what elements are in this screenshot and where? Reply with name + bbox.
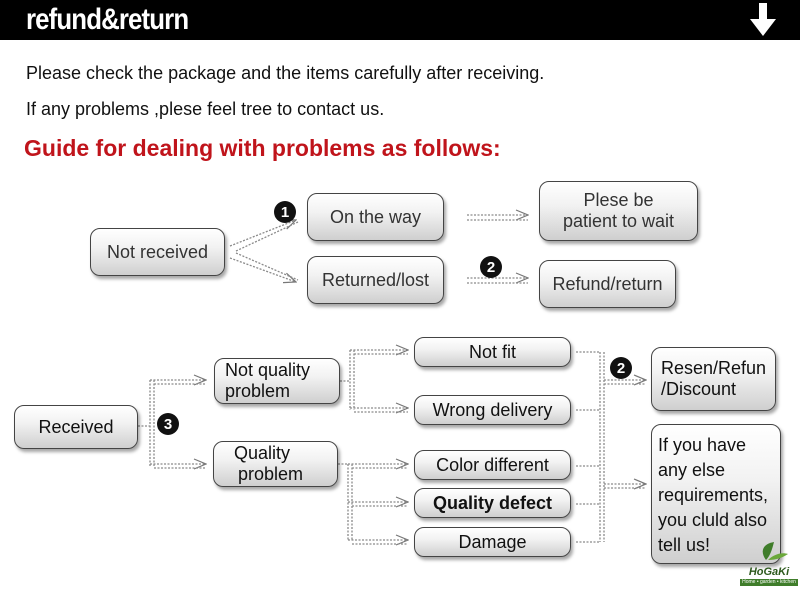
intro-line-1: Please check the package and the items c… bbox=[26, 63, 545, 83]
box-returned-lost: Returned/lost bbox=[307, 256, 444, 304]
box-received: Received bbox=[14, 405, 138, 449]
brand-logo: HoGaKi Home • garden • kitchen bbox=[740, 540, 798, 586]
not-quality-line-1: Not quality bbox=[225, 360, 311, 380]
header-title: refund&return bbox=[26, 3, 189, 36]
box-wrong-delivery: Wrong delivery bbox=[414, 395, 571, 425]
box-not-quality-problem-label: Not quality problem bbox=[225, 360, 310, 402]
box-refund-return: Refund/return bbox=[539, 260, 676, 308]
guide-title: Guide for dealing with problems as follo… bbox=[24, 135, 501, 161]
box-quality-defect: Quality defect bbox=[414, 488, 571, 518]
box-quality-defect-label: Quality defect bbox=[432, 492, 553, 513]
leaf-icon bbox=[762, 542, 788, 560]
intro-line-2: If any problems ,plese feel tree to cont… bbox=[26, 99, 385, 119]
box-damage: Damage bbox=[414, 527, 571, 557]
badge-step-2-bottom: 2 bbox=[610, 357, 632, 379]
box-on-the-way: On the way bbox=[307, 193, 444, 241]
box-patient-wait-label: Plese be patient to wait bbox=[563, 190, 674, 232]
quality-line-2: problem bbox=[238, 464, 304, 484]
not-quality-line-2: problem bbox=[225, 381, 291, 401]
else-line-5: tell us! bbox=[658, 535, 711, 555]
badge-step-2-top: 2 bbox=[480, 256, 502, 278]
badge-step-1: 1 bbox=[274, 201, 296, 223]
box-on-the-way-label: On the way bbox=[329, 206, 422, 227]
else-line-4: you cluld also bbox=[658, 510, 768, 530]
header-bar: refund&return bbox=[0, 0, 800, 40]
box-other-requirements-label: If you have any else requirements, you c… bbox=[658, 433, 768, 558]
resend-line-2: /Discount bbox=[660, 379, 736, 399]
box-damage-label: Damage bbox=[458, 531, 527, 552]
box-patient-wait-line-1: Plese be bbox=[583, 190, 654, 210]
resend-line-1: Resen/Refun bbox=[660, 358, 767, 378]
box-quality-problem: Quality problem bbox=[213, 441, 338, 487]
box-color-different: Color different bbox=[414, 450, 571, 480]
logo-name: HoGaKi bbox=[748, 566, 790, 578]
box-patient-wait-line-2: patient to wait bbox=[562, 211, 675, 231]
box-other-requirements: If you have any else requirements, you c… bbox=[651, 424, 781, 564]
box-received-label: Received bbox=[38, 416, 114, 437]
box-not-received-label: Not received bbox=[106, 241, 209, 262]
else-line-2: any else bbox=[658, 460, 726, 480]
box-not-received: Not received bbox=[90, 228, 225, 276]
box-wrong-delivery-label: Wrong delivery bbox=[432, 399, 553, 420]
box-color-different-label: Color different bbox=[436, 454, 549, 475]
box-resend-label: Resen/Refun /Discount bbox=[661, 358, 766, 400]
badge-step-3: 3 bbox=[157, 413, 179, 435]
connector-to-returned bbox=[229, 257, 296, 282]
quality-line-1: Quality bbox=[234, 443, 291, 463]
logo-tagline: Home • garden • kitchen bbox=[740, 579, 798, 586]
else-line-1: If you have bbox=[658, 435, 747, 455]
box-not-fit-label: Not fit bbox=[468, 341, 516, 362]
else-line-3: requirements, bbox=[658, 485, 769, 505]
box-returned-lost-label: Returned/lost bbox=[321, 269, 430, 290]
box-refund-return-label: Refund/return bbox=[552, 273, 663, 294]
arrow-down-icon bbox=[750, 3, 776, 36]
box-not-quality-problem: Not quality problem bbox=[214, 358, 340, 404]
connector-to-on-the-way bbox=[229, 220, 296, 247]
box-resend-refund-discount: Resen/Refun /Discount bbox=[651, 347, 776, 411]
box-patient-wait: Plese be patient to wait bbox=[539, 181, 698, 241]
box-quality-problem-label: Quality problem bbox=[234, 443, 303, 485]
box-not-fit: Not fit bbox=[414, 337, 571, 367]
